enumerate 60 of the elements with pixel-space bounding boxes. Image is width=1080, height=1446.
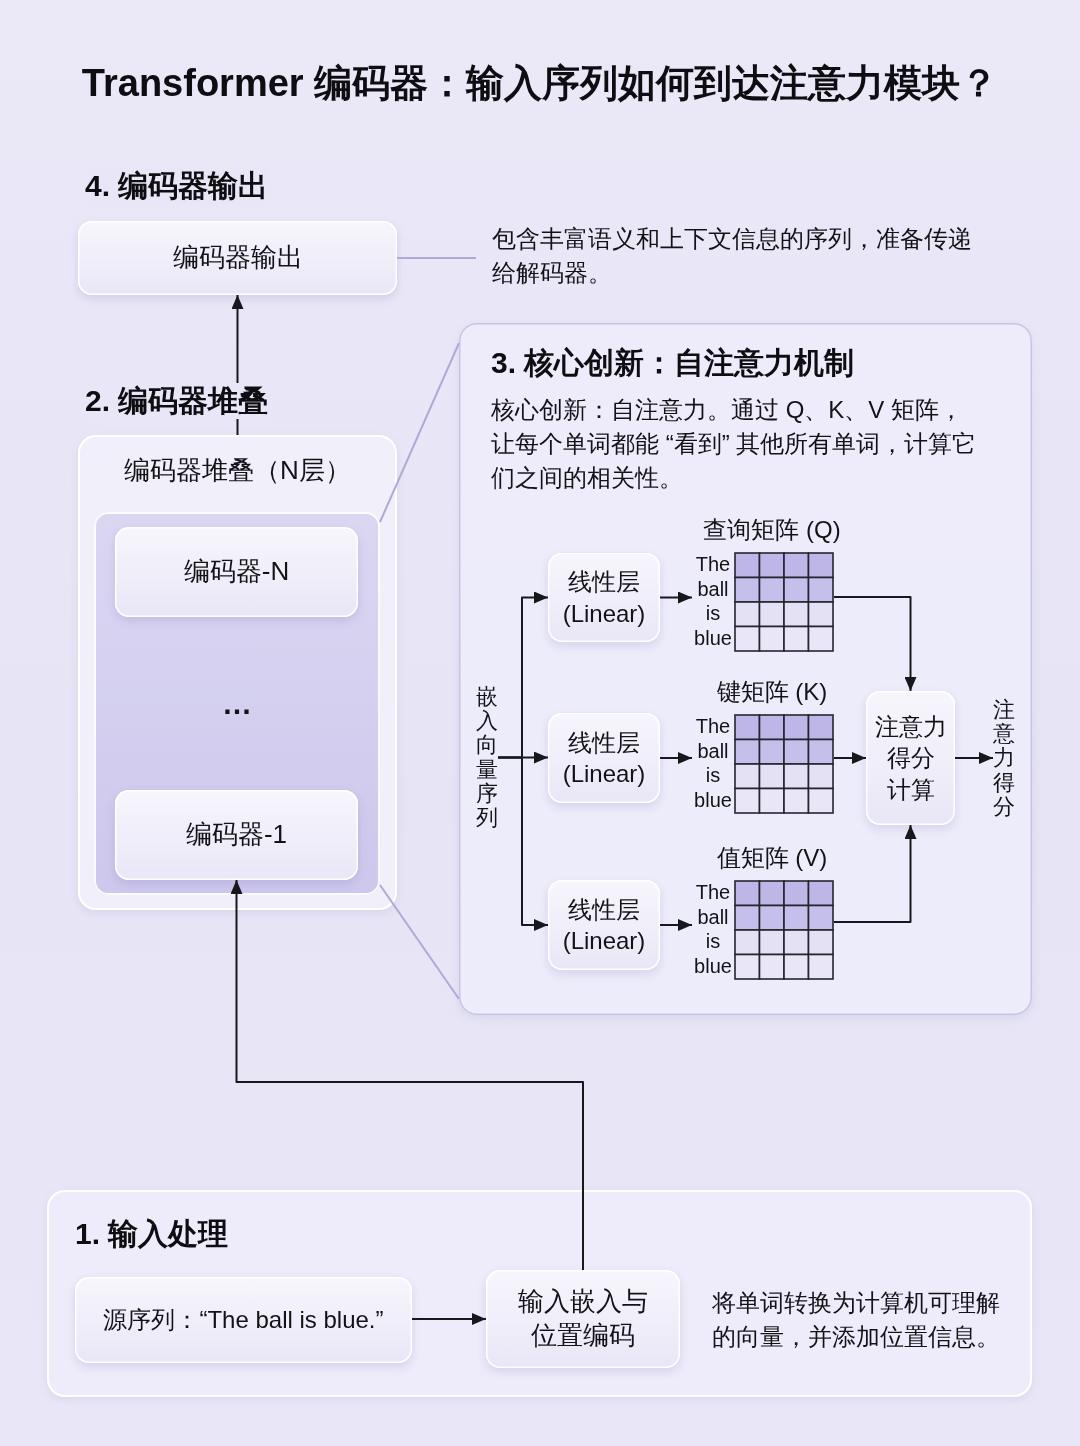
description-text: 核心创新：自注意力。通过 Q、K、V 矩阵，让每个单词都能 “看到” 其他所有单词，计算它们之间的相关性。 bbox=[491, 395, 978, 493]
row-label: is bbox=[704, 929, 722, 954]
row-label: ball bbox=[696, 576, 730, 601]
layer-box bbox=[548, 713, 660, 803]
section-panel bbox=[47, 1190, 1032, 1397]
inner-panel bbox=[94, 512, 380, 895]
arrow bbox=[659, 919, 693, 931]
arrow bbox=[833, 824, 917, 923]
vertical-label: 注意力得分 bbox=[993, 698, 1015, 819]
panel-title: 编码器堆叠（N层） bbox=[124, 454, 351, 487]
process-box bbox=[866, 691, 955, 825]
encoder-box bbox=[115, 527, 358, 617]
node-label: 源序列：“The ball is blue.” bbox=[103, 1305, 384, 1336]
row-label: The bbox=[694, 552, 732, 577]
arrow bbox=[230, 879, 584, 1271]
row-label: is bbox=[704, 601, 722, 626]
row-label: is bbox=[704, 763, 722, 788]
leader-line bbox=[396, 257, 477, 259]
detail-panel bbox=[459, 323, 1032, 1015]
vertical-label: 嵌入向量序列 bbox=[476, 685, 498, 831]
diagram-title: Transformer 编码器：输入序列如何到达注意力模块？ bbox=[81, 61, 999, 106]
row-label: blue bbox=[693, 953, 733, 978]
arrow bbox=[659, 591, 693, 604]
zoom-line bbox=[379, 884, 460, 1000]
matrix-title: 键矩阵 (K) bbox=[716, 678, 828, 706]
row-label: The bbox=[694, 714, 732, 739]
matrix-title: 值矩阵 (V) bbox=[716, 844, 828, 872]
layer-box bbox=[548, 553, 660, 642]
node-label: 编码器-N bbox=[183, 555, 290, 589]
row-label: ball bbox=[696, 904, 730, 929]
row-label: The bbox=[694, 880, 732, 905]
arrow bbox=[659, 752, 693, 764]
arrow bbox=[954, 752, 994, 764]
arrow bbox=[833, 596, 917, 692]
arrow bbox=[833, 752, 867, 764]
matrix-title: 查询矩阵 (Q) bbox=[703, 516, 841, 544]
section-heading: 2. 编码器堆叠 bbox=[85, 383, 269, 419]
row-label: ball bbox=[696, 738, 730, 763]
node-label: 编码器-1 bbox=[185, 818, 288, 852]
arrow bbox=[497, 756, 549, 931]
zoom-line bbox=[379, 342, 460, 523]
encoder-box bbox=[115, 790, 358, 880]
layer-box bbox=[548, 880, 660, 970]
note-text: 将单词转换为计算机可理解的向量，并添加位置信息。 bbox=[712, 1288, 1001, 1352]
row-label: blue bbox=[693, 787, 733, 812]
ellipsis-text: … bbox=[222, 688, 252, 719]
node-label: 输入嵌入与位置编码 bbox=[517, 1285, 649, 1352]
note-text: 包含丰富语义和上下文信息的序列，准备传递给解码器。 bbox=[476, 222, 986, 294]
arrow bbox=[231, 294, 244, 436]
source-box bbox=[75, 1277, 412, 1363]
node-label: 编码器输出 bbox=[172, 241, 303, 275]
arrow bbox=[411, 1313, 487, 1325]
section-heading: 3. 核心创新：自注意力机制 bbox=[491, 345, 855, 381]
row-label: blue bbox=[693, 625, 733, 650]
section-heading: 1. 输入处理 bbox=[75, 1216, 229, 1252]
node-label: 线性层 (Linear) bbox=[561, 727, 647, 789]
process-box bbox=[486, 1270, 680, 1368]
node-label: 线性层 (Linear) bbox=[561, 567, 647, 629]
node-label: 注意力得分计算 bbox=[874, 712, 947, 805]
node-label: 线性层 (Linear) bbox=[561, 894, 647, 956]
